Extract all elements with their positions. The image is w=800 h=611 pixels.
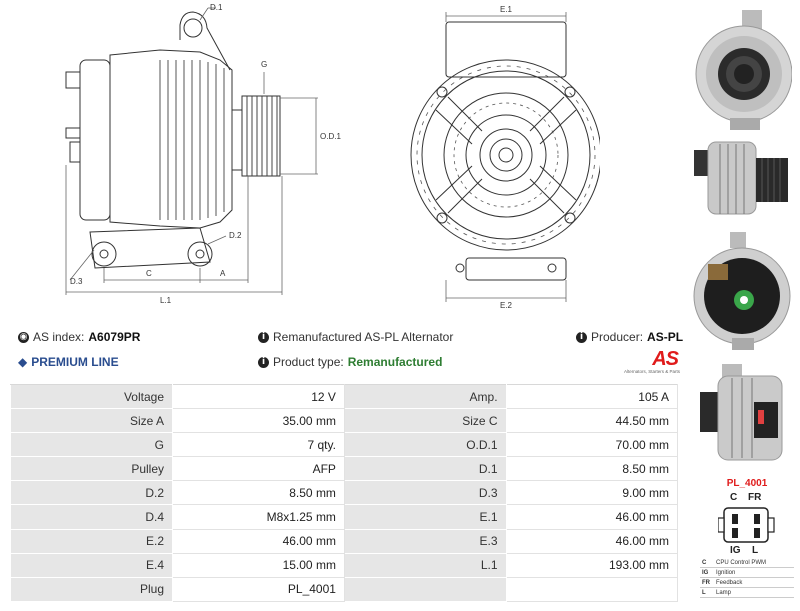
- label-d1: D.1: [210, 3, 223, 12]
- spec-label: O.D.1: [343, 432, 507, 458]
- spec-value: 15.00 mm: [172, 552, 345, 578]
- spec-value: 70.00 mm: [505, 432, 679, 458]
- product-photo-rear: [693, 232, 791, 350]
- description-text: Remanufactured AS-PL Alternator: [273, 330, 454, 344]
- logo-tagline: Alternators, Starters & Parts: [623, 369, 680, 374]
- spec-label: Pulley: [9, 456, 174, 482]
- spec-value: 8.50 mm: [505, 456, 679, 482]
- diamond-icon: ◆: [18, 355, 28, 369]
- spec-value: 46.00 mm: [505, 528, 679, 554]
- spec-label: Voltage: [9, 383, 174, 410]
- product-type: i Product type: Remanufactured: [258, 355, 442, 369]
- label-l1: L.1: [160, 296, 172, 305]
- plug-pin-ig: IG: [730, 545, 741, 556]
- spec-label: E.2: [9, 528, 174, 554]
- spec-label: D.3: [343, 480, 507, 506]
- spec-label: D.2: [9, 480, 174, 506]
- plug-pin-l: L: [752, 545, 759, 556]
- side-view-drawing: D.1 G O.D.1 D.2 D.3 C A L.1: [65, 3, 341, 305]
- label-c: C: [146, 269, 152, 278]
- spec-value: M8x1.25 mm: [172, 504, 345, 530]
- eye-icon: ◉: [18, 331, 29, 343]
- spec-value: 105 A: [505, 383, 679, 410]
- spec-label: D.1: [343, 456, 507, 482]
- premium-line: ◆ PREMIUM LINE: [18, 355, 119, 369]
- spec-label: L.1: [343, 552, 507, 578]
- spec-label: E.1: [343, 504, 507, 530]
- label-od1: O.D.1: [320, 132, 341, 141]
- spec-value: [505, 576, 679, 602]
- spec-label: G: [9, 432, 174, 458]
- spec-label: D.4: [9, 504, 174, 530]
- spec-value: AFP: [172, 456, 345, 482]
- as-index-label: AS index:: [33, 330, 85, 344]
- product-type-value: Remanufactured: [347, 355, 443, 369]
- spec-label: Amp.: [343, 383, 507, 410]
- producer-label: Producer:: [591, 330, 644, 344]
- info-icon: i: [258, 331, 269, 343]
- label-d2: D.2: [229, 231, 242, 240]
- product-photo-front: [695, 10, 792, 130]
- as-pl-logo: AS Alternators, Starters & Parts: [612, 348, 680, 378]
- description: i Remanufactured AS-PL Alternator: [258, 330, 453, 344]
- as-index-value: A6079PR: [88, 330, 141, 344]
- product-photo-angle: [700, 364, 783, 461]
- label-g: G: [261, 60, 267, 69]
- spec-label: Size C: [343, 408, 507, 434]
- spec-value: 8.50 mm: [172, 480, 345, 506]
- spec-value: 35.00 mm: [172, 408, 345, 434]
- spec-value: 9.00 mm: [505, 480, 679, 506]
- logo-text: AS: [652, 348, 679, 370]
- spec-label: Plug: [9, 576, 174, 602]
- spec-label: E.4: [9, 552, 174, 578]
- front-view-drawing: E.1 E.2: [410, 5, 600, 310]
- label-d3: D.3: [70, 277, 83, 286]
- producer: i Producer: AS-PL: [576, 330, 683, 344]
- as-index: ◉ AS index: A6079PR: [18, 330, 140, 344]
- plug-title: PL_4001: [726, 478, 768, 489]
- plug-connector-icon: [718, 507, 775, 543]
- producer-value: AS-PL: [647, 330, 684, 344]
- spec-value: 12 V: [172, 383, 345, 410]
- plug-pin-fr: FR: [748, 492, 762, 503]
- premium-text: PREMIUM LINE: [31, 355, 119, 369]
- spec-value: 46.00 mm: [172, 528, 345, 554]
- spec-value: 46.00 mm: [505, 504, 679, 530]
- info-icon: i: [258, 356, 269, 368]
- spec-value: PL_4001: [172, 576, 345, 602]
- label-a: A: [220, 269, 226, 278]
- spec-label: E.3: [343, 528, 507, 554]
- spec-value: 7 qty.: [172, 432, 345, 458]
- spec-value: 193.00 mm: [505, 552, 679, 578]
- info-icon: i: [576, 331, 587, 343]
- legend-row-empty: [700, 598, 794, 606]
- plug-pin-c: C: [730, 492, 738, 503]
- product-type-label: Product type:: [273, 355, 344, 369]
- label-e2: E.2: [500, 301, 513, 310]
- spec-label: Size A: [9, 408, 174, 434]
- product-photo-side: [694, 141, 788, 215]
- spec-value: 44.50 mm: [505, 408, 679, 434]
- spec-label: [343, 576, 507, 602]
- label-e1: E.1: [500, 5, 513, 14]
